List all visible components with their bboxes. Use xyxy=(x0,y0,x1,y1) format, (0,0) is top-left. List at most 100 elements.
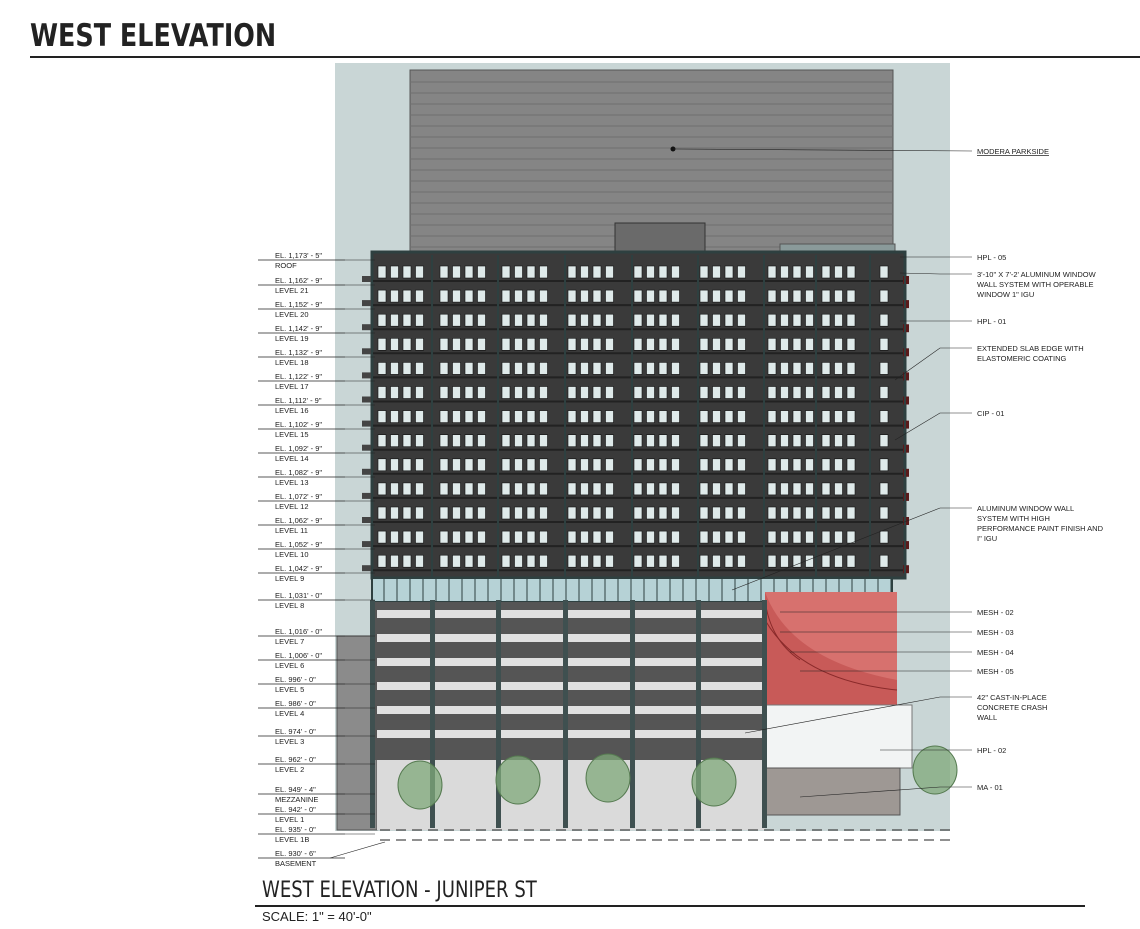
window xyxy=(724,458,734,472)
level-elevation: EL. 930' - 6" xyxy=(275,849,316,858)
window xyxy=(605,530,614,544)
window xyxy=(377,313,387,327)
annotation: MA - 01 xyxy=(799,783,1003,798)
level-leader xyxy=(329,841,386,859)
window xyxy=(439,482,449,496)
window xyxy=(846,362,856,375)
window xyxy=(792,289,802,303)
window xyxy=(539,265,548,279)
window xyxy=(501,337,511,351)
balcony xyxy=(362,276,372,282)
level-name: LEVEL 9 xyxy=(275,574,304,583)
window xyxy=(592,362,602,375)
drawing-title-divider xyxy=(255,905,1085,907)
window xyxy=(724,530,734,544)
window xyxy=(834,265,843,279)
window xyxy=(580,554,589,568)
window xyxy=(567,265,577,279)
leader-line xyxy=(799,786,972,798)
window xyxy=(834,458,843,472)
level-name: MEZZANINE xyxy=(275,795,318,804)
window xyxy=(724,265,734,279)
window xyxy=(580,265,589,279)
window xyxy=(633,362,643,375)
window xyxy=(633,313,643,327)
window xyxy=(501,506,511,520)
window xyxy=(633,337,643,351)
window xyxy=(658,434,668,448)
window xyxy=(658,289,668,303)
window xyxy=(415,458,424,472)
window xyxy=(415,313,424,327)
window xyxy=(805,530,814,544)
window xyxy=(402,265,412,279)
window xyxy=(501,362,511,375)
window xyxy=(390,530,399,544)
window xyxy=(671,434,680,448)
window xyxy=(439,506,449,520)
window xyxy=(390,386,399,399)
window xyxy=(539,458,548,472)
window xyxy=(439,386,449,399)
window xyxy=(724,434,734,448)
window xyxy=(477,337,486,351)
window xyxy=(452,265,461,279)
window xyxy=(658,482,668,496)
window xyxy=(724,386,734,399)
window xyxy=(390,434,399,448)
window xyxy=(439,313,449,327)
window xyxy=(377,337,387,351)
window xyxy=(567,530,577,544)
leader-line xyxy=(744,696,972,734)
window xyxy=(767,506,777,520)
window xyxy=(792,530,802,544)
window xyxy=(633,458,643,472)
window xyxy=(580,410,589,423)
drawing-title: WEST ELEVATION - JUNIPER ST xyxy=(262,878,537,903)
level-elevation: EL. 986' - 0" xyxy=(275,699,316,708)
window xyxy=(671,506,680,520)
window xyxy=(792,434,802,448)
window xyxy=(767,482,777,496)
window xyxy=(658,530,668,544)
window xyxy=(567,362,577,375)
window xyxy=(605,434,614,448)
window xyxy=(792,337,802,351)
window xyxy=(737,554,746,568)
annotation-text: PERFORMANCE PAINT FINISH AND xyxy=(977,524,1104,533)
window xyxy=(671,530,680,544)
annotation-text: EXTENDED SLAB EDGE WITH xyxy=(977,344,1084,353)
window xyxy=(464,289,474,303)
window xyxy=(539,482,548,496)
window xyxy=(464,386,474,399)
window xyxy=(402,313,412,327)
balcony xyxy=(362,468,372,475)
balcony xyxy=(362,300,372,307)
window xyxy=(780,506,789,520)
window xyxy=(605,458,614,472)
window xyxy=(464,554,474,568)
window xyxy=(439,337,449,351)
structural-columns xyxy=(370,600,767,828)
rooftop-penthouse xyxy=(614,222,706,256)
window xyxy=(792,506,802,520)
leader-line xyxy=(894,412,972,441)
window xyxy=(671,482,680,496)
level-name: LEVEL 20 xyxy=(275,310,309,319)
level-marker: EL. 1,072' - 9"LEVEL 12 xyxy=(258,492,375,511)
level-marker: EL. 1,082' - 9"LEVEL 13 xyxy=(258,468,375,487)
window xyxy=(805,434,814,448)
annotation: MODERA PARKSIDE xyxy=(670,146,1049,156)
tower-windows xyxy=(362,255,909,578)
window xyxy=(514,410,523,423)
window xyxy=(605,386,614,399)
window xyxy=(792,313,802,327)
window xyxy=(724,289,734,303)
window xyxy=(767,313,777,327)
level-name: LEVEL 21 xyxy=(275,286,309,295)
window xyxy=(592,265,602,279)
window xyxy=(464,410,474,423)
level-marker: EL. 1,042' - 9"LEVEL 9 xyxy=(258,564,375,583)
window xyxy=(390,554,399,568)
window xyxy=(792,386,802,399)
